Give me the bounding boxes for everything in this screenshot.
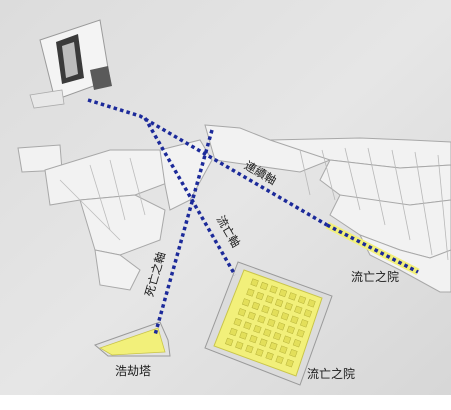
death-axis-line	[153, 129, 214, 336]
garden-pillar	[275, 355, 284, 364]
garden-pillar	[300, 319, 309, 328]
garden-pillar	[307, 299, 316, 308]
garden-pillar	[249, 334, 258, 344]
garden-of-exile	[204, 261, 333, 386]
garden-pillar	[297, 295, 307, 304]
garden-pillar	[280, 312, 290, 321]
garden-pillar	[245, 344, 254, 354]
exile-garden-label: 流亡之院	[351, 270, 400, 284]
garden-pillar	[273, 332, 282, 341]
garden-pillar	[274, 298, 284, 308]
garden-pillar	[263, 328, 272, 337]
garden-pillar	[269, 285, 278, 294]
garden-pillar	[241, 298, 251, 307]
garden-pillar	[229, 327, 238, 337]
garden-pillar	[233, 317, 242, 327]
stair-of-continuity	[325, 221, 420, 276]
garden-pillar	[294, 305, 303, 314]
garden-pillar	[282, 335, 292, 344]
garden-pillar	[235, 341, 244, 350]
garden-pillar	[265, 295, 274, 304]
holocaust-tower	[94, 321, 171, 357]
garden-pillar	[285, 359, 294, 368]
garden-pillar	[250, 278, 259, 287]
old-building	[29, 19, 112, 109]
garden-pillar	[259, 281, 269, 291]
axes-lines	[87, 98, 419, 336]
garden-pillar	[289, 349, 298, 358]
garden-pillar	[292, 339, 302, 348]
garden-pillar	[288, 292, 297, 301]
garden-pillar	[225, 337, 234, 347]
garden-pillar	[246, 288, 255, 297]
garden-pillar	[247, 311, 256, 320]
left-wing-details	[59, 157, 146, 241]
garden-pillar	[261, 305, 270, 314]
garden-pillar	[237, 308, 247, 317]
bottom-margin	[0, 395, 451, 410]
exile-axis-line	[143, 117, 237, 276]
garden-pillar	[267, 318, 276, 327]
garden-pillar	[253, 325, 262, 334]
garden-pillar	[251, 301, 260, 311]
garden-pillar	[243, 321, 252, 330]
continuity-axis-line	[87, 98, 328, 227]
garden-pillar	[278, 288, 288, 298]
garden-pillar	[265, 351, 274, 361]
garden-pillar	[303, 309, 313, 318]
garden-pillar	[290, 315, 299, 324]
garden-pillar	[284, 302, 293, 311]
garden-pillar	[296, 329, 305, 338]
garden-pillar	[276, 322, 286, 331]
garden-pillar	[279, 345, 288, 354]
garden-pillar	[271, 308, 280, 317]
holocaust-tower-label: 浩劫塔	[115, 364, 152, 378]
garden-pillar	[255, 291, 265, 301]
garden-pillar	[259, 338, 268, 347]
exile-garden-bottom-label: 流亡之院	[307, 367, 356, 381]
zigzag-details	[299, 147, 449, 261]
garden-pillar	[269, 341, 278, 351]
garden-pillar	[239, 331, 248, 340]
garden-pillar	[255, 348, 264, 357]
garden-pillar	[257, 315, 266, 324]
garden-pillar	[286, 325, 295, 334]
